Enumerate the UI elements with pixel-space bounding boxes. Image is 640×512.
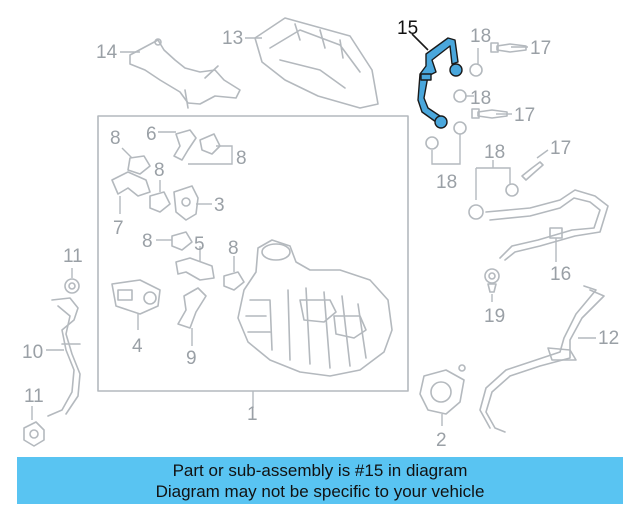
part-8-clamp-lower xyxy=(223,271,245,291)
callout-18-top: 18 xyxy=(470,26,491,47)
callout-8-mid: 8 xyxy=(142,231,153,252)
callout-19: 19 xyxy=(484,306,505,327)
part-8-clamp-left xyxy=(127,155,151,175)
part-17-bolt-right xyxy=(521,161,544,181)
callout-1: 1 xyxy=(247,404,258,425)
callout-11-top: 11 xyxy=(63,246,83,267)
callout-17-right: 17 xyxy=(550,138,571,159)
part-19-fitting xyxy=(484,268,500,293)
callout-17-mid: 17 xyxy=(514,105,535,126)
banner-line-2: Diagram may not be specific to your vehi… xyxy=(155,482,485,501)
part-8-clamp-top xyxy=(199,133,221,155)
part-18-washer-top xyxy=(469,63,483,77)
callout-7: 7 xyxy=(113,218,124,239)
part-10-pipe xyxy=(47,297,81,417)
part-2-gasket xyxy=(419,364,466,415)
callout-12: 12 xyxy=(598,328,619,349)
callout-4: 4 xyxy=(132,336,143,357)
info-banner: Part or sub-assembly is #15 in diagram D… xyxy=(17,457,623,504)
callout-18-lower: 18 xyxy=(436,172,457,193)
callout-16: 16 xyxy=(550,264,571,285)
part-14-bracket xyxy=(129,38,241,109)
callout-8-right: 8 xyxy=(236,148,247,169)
part-13-heat-shield xyxy=(254,17,379,109)
part-1-turbo-manifold xyxy=(237,239,393,377)
callout-10: 10 xyxy=(22,342,43,363)
part-12-pipe xyxy=(479,285,605,433)
parts-diagram: 1 14 13 15 17 18 18 17 18 xyxy=(22,17,619,451)
part-4-valve xyxy=(111,279,161,315)
part-8-clamp-center xyxy=(149,191,171,213)
part-11-fitting-top xyxy=(64,278,80,294)
callout-14: 14 xyxy=(96,42,118,63)
callout-18-right: 18 xyxy=(484,142,505,163)
callout-18-mid: 18 xyxy=(470,88,491,109)
part-5-hose xyxy=(175,257,215,281)
callout-8-topleft: 8 xyxy=(110,128,121,149)
part-16-pipe xyxy=(485,189,609,261)
part-3-valve xyxy=(173,185,199,221)
part-15-oil-line xyxy=(417,37,463,129)
callout-15: 15 xyxy=(397,18,418,39)
callout-9: 9 xyxy=(186,348,197,369)
callout-3: 3 xyxy=(214,195,225,216)
callout-17-top: 17 xyxy=(530,38,551,59)
part-7-hose xyxy=(111,171,151,197)
part-6-hose xyxy=(173,129,197,161)
banner-line-1: Part or sub-assembly is #15 in diagram xyxy=(172,461,468,480)
callout-5: 5 xyxy=(194,234,205,255)
callout-11-bottom: 11 xyxy=(24,386,44,407)
part-17-bolt-mid xyxy=(471,108,508,119)
callout-8-center: 8 xyxy=(154,160,165,181)
callout-13: 13 xyxy=(222,28,243,49)
callout-2: 2 xyxy=(436,430,447,451)
part-11-gasket-bottom xyxy=(23,421,45,447)
callout-8-lower: 8 xyxy=(228,238,239,259)
part-9-hose xyxy=(177,287,207,329)
part-8-clamp-mid xyxy=(171,231,193,251)
callout-6: 6 xyxy=(146,124,157,145)
part-18-washer-mid xyxy=(453,89,467,103)
part-17-bolt-top xyxy=(490,42,527,53)
